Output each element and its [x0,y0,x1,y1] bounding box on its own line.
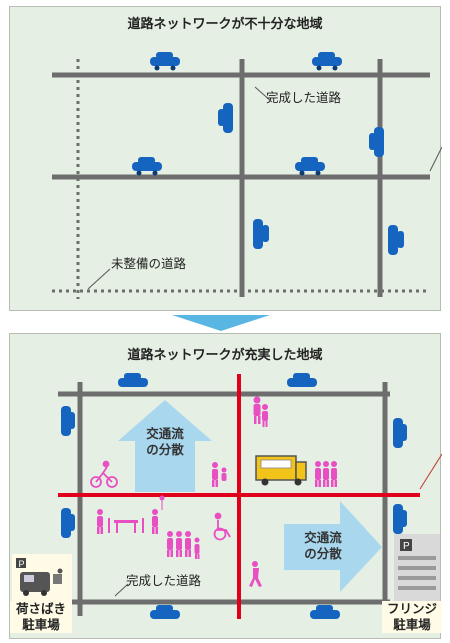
transition-arrow-icon [172,315,270,331]
top-panel-title: 道路ネットワークが不十分な地域 [127,17,323,32]
fringe-parking-label-line-2: 駐車場 [393,617,431,632]
loading-parking-label: 荷さばき 駐車場 [10,601,72,633]
label-completed-road: 完成した道路 [266,90,342,105]
label-unbuilt-road: 未整備の道路 [111,256,187,271]
loading-parking-icon: P [12,554,72,602]
cafe-seating-icon [97,495,165,534]
flow-dispersion-text-upper: 交通流 の分散 [130,426,200,458]
top-road-map [52,52,442,299]
fringe-parking-building-icon: P [394,534,440,604]
car-icon [369,127,384,157]
car-icon [132,157,162,176]
car-icon [118,373,148,387]
walking-person-icon [249,561,262,587]
car-icon [253,219,269,249]
flow-arrow-right-icon [284,501,382,592]
delivery-truck-icon [255,455,307,486]
loading-parking-label-line-1: 荷さばき [15,601,66,616]
crowd-icon [167,531,200,559]
wheelchair-icon [213,512,231,541]
top-panel: 道路ネットワークが不十分な地域 完成した道路 未整備の道路 [9,6,442,311]
car-icon [388,225,404,255]
car-icon [295,157,325,176]
car-icon [61,508,75,538]
loading-parking-label-line-2: 駐車場 [22,617,60,632]
family-icon [315,461,337,487]
pedestrian-icon [253,396,268,427]
car-icon [61,406,75,436]
flow-text-line-2: の分散 [146,442,184,457]
fringe-parking-label-line-1: フリンジ [386,601,437,616]
car-icon [150,605,180,619]
callout-line-unbuilt [87,268,111,290]
bottom-panel-title: 道路ネットワークが充実した地域 [127,348,323,363]
bottom-panel: 道路ネットワークが充実した地域 [9,333,442,639]
flow-arrow-up-icon [118,400,212,492]
bottom-road-map: P P [12,373,442,619]
svg-text:P: P [19,559,25,569]
car-icon [218,103,233,133]
callout-line-completed [254,86,273,103]
car-icon [393,504,407,534]
flow-dispersion-text-right: 交通流 の分散 [292,530,354,562]
flow-text-line-1: 交通流 [304,530,342,545]
car-icon [312,52,342,71]
svg-text:P: P [403,541,410,552]
car-icon [310,605,340,619]
car-icon [150,52,180,71]
flow-text-line-2: の分散 [304,546,342,561]
label-completed-road: 完成した道路 [126,573,202,588]
callout-line-right [429,146,442,172]
flow-text-line-1: 交通流 [146,426,184,441]
parent-child-icon [212,462,227,487]
car-icon [287,373,317,387]
fringe-parking-label: フリンジ 駐車場 [382,601,442,633]
callout-line-right [419,453,442,490]
callout-line-completed [114,583,129,597]
cyclist-icon [90,460,118,488]
car-icon [393,418,407,448]
